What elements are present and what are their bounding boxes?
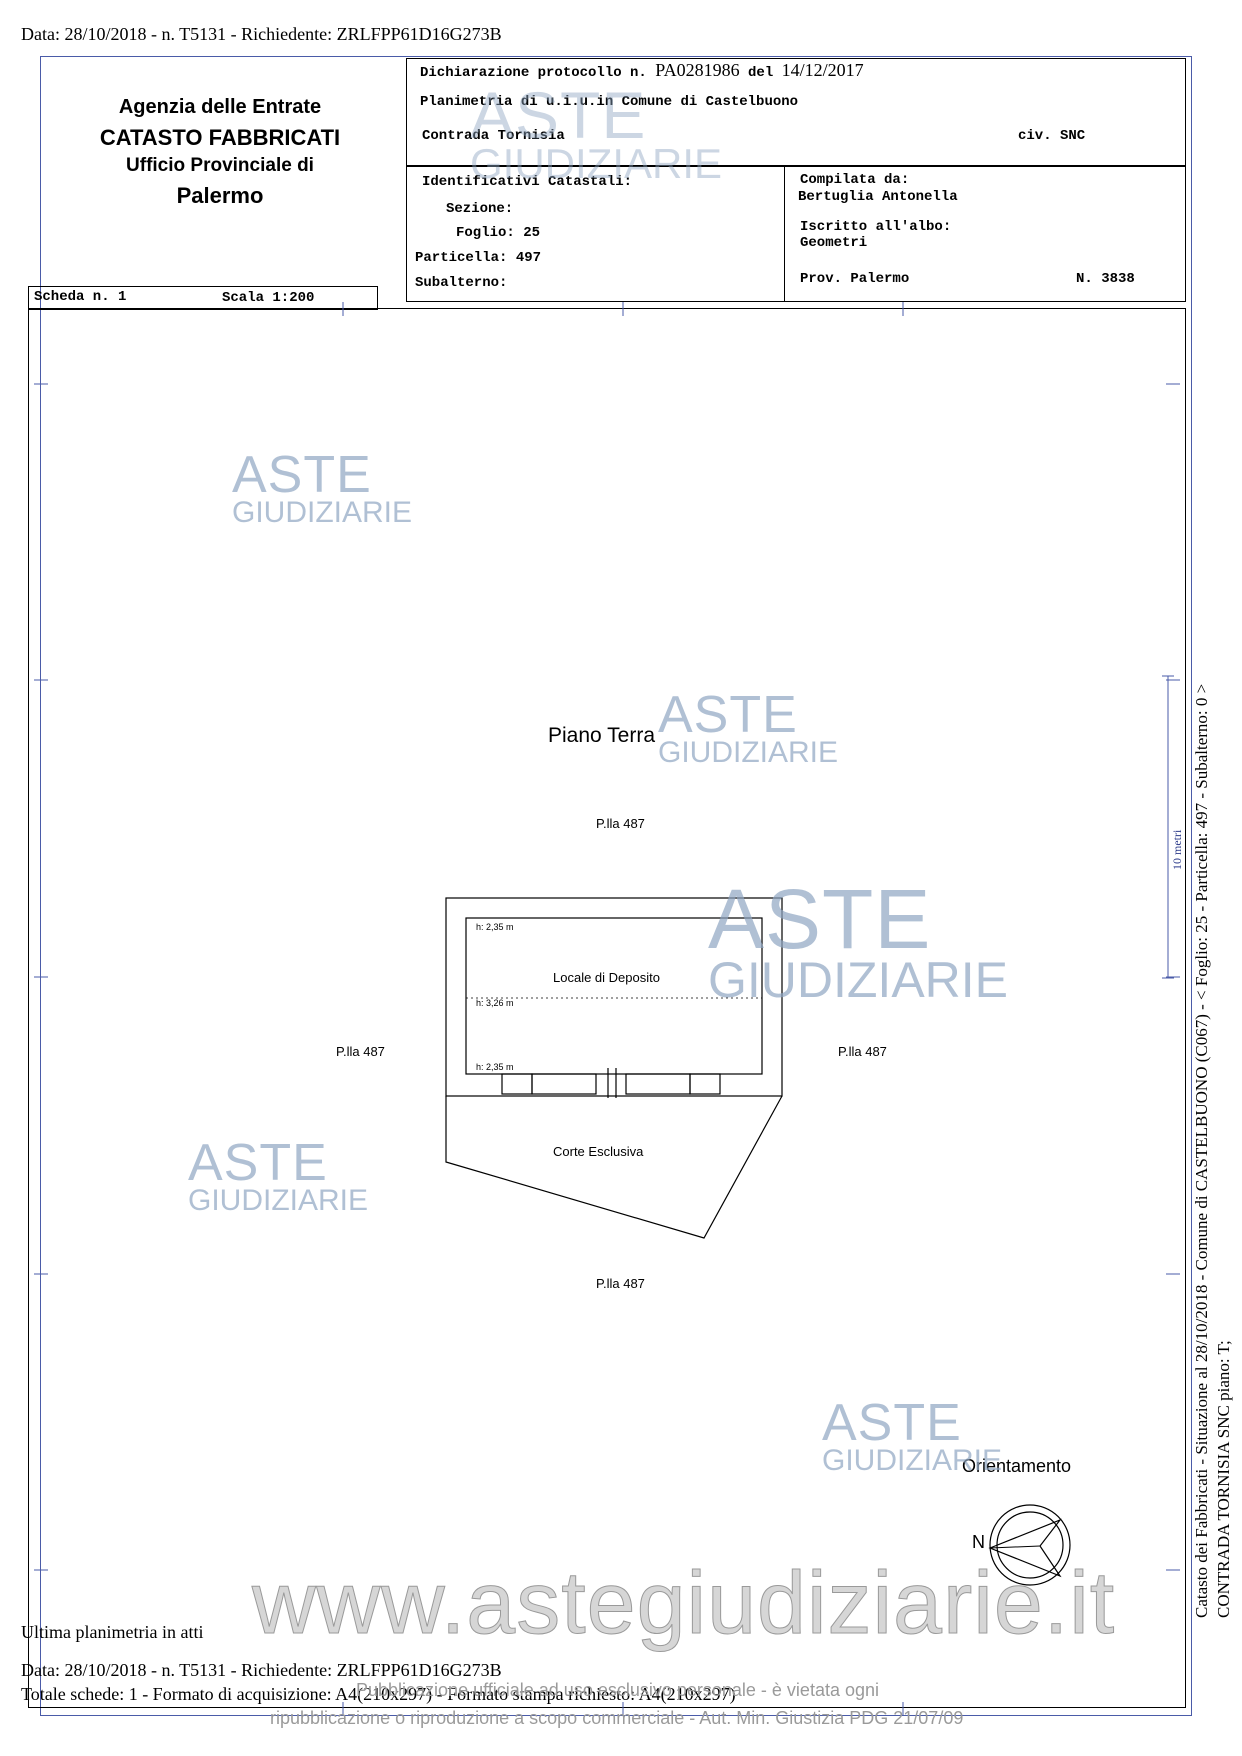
protocol-number: PA0281986 xyxy=(655,60,740,80)
foglio-row: Foglio: 25 xyxy=(456,225,540,241)
side-info-line-1: Catasto dei Fabbricati - Situazione al 2… xyxy=(1192,683,1211,1618)
wm-aste-text: ASTE xyxy=(232,446,372,504)
compilata-label: Compilata da: xyxy=(800,172,910,188)
north-label: N xyxy=(972,1532,985,1552)
footer-request-line: Data: 28/10/2018 - n. T5131 - Richiedent… xyxy=(21,1660,502,1680)
identificativi-title: Identificativi Catastali: xyxy=(422,174,633,190)
courtyard-outline xyxy=(445,1095,783,1239)
room-inner-wall xyxy=(465,917,763,1075)
albo-value: Geometri xyxy=(800,235,868,251)
albo-number: N. 3838 xyxy=(1076,271,1135,287)
iscritto-label: Iscritto all'albo: xyxy=(800,219,952,235)
footer-format-line: Totale schede: 1 - Formato di acquisizio… xyxy=(21,1684,736,1704)
wm-aste-text: ASTE xyxy=(188,1134,328,1192)
foglio-value: 25 xyxy=(523,225,541,241)
last-planimetry-note: Ultima planimetria in atti xyxy=(21,1622,204,1642)
subalterno-label: Subalterno: xyxy=(415,275,508,291)
identifiers-divider xyxy=(784,166,785,302)
sezione-label: Sezione: xyxy=(446,201,513,217)
scheda-box xyxy=(28,286,378,310)
ufficio-label: Ufficio Provinciale di xyxy=(126,155,314,176)
wm-giudiziarie-text: GIUDIZIARIE xyxy=(188,1183,369,1217)
courtyard-label: Corte Esclusiva xyxy=(553,1144,644,1159)
wm-giudiziarie-text: GIUDIZIARIE xyxy=(708,951,1009,1008)
foglio-label: Foglio: xyxy=(456,225,515,241)
protocol-line: Dichiarazione protocollo n. PA0281986 de… xyxy=(420,60,864,81)
civic-number: civ. SNC xyxy=(1018,128,1086,144)
wm-giudiziarie-text: GIUDIZIARIE xyxy=(232,495,413,529)
scheda-number: Scheda n. 1 xyxy=(34,289,127,305)
scale-label: Scala 1:200 xyxy=(222,290,315,306)
height-label-top: h: 2,35 m xyxy=(476,922,514,932)
compilata-name: Bertuglia Antonella xyxy=(798,189,958,205)
wm-aste-text: ASTE xyxy=(708,872,932,966)
wm-aste-text: ASTE xyxy=(822,1394,962,1452)
protocol-del: del xyxy=(748,65,774,81)
catasto-title: CATASTO FABBRICATI xyxy=(99,125,341,150)
header-request-line: Data: 28/10/2018 - n. T5131 - Richiedent… xyxy=(21,24,502,44)
height-label-middle: h: 3,26 m xyxy=(476,998,514,1008)
side-info-line-2: CONTRADA TORNISIA SNC piano: T; xyxy=(1214,1340,1233,1618)
parcel-label-bottom: P.lla 487 xyxy=(596,1276,645,1291)
floor-title: Piano Terra xyxy=(548,724,656,747)
compass-rose xyxy=(988,1504,1071,1586)
address-line: Contrada Tornisia xyxy=(422,128,565,144)
parcel-label-left: P.lla 487 xyxy=(336,1044,385,1059)
protocol-label: Dichiarazione protocollo n. xyxy=(420,65,647,81)
particella-label: Particella: xyxy=(415,250,508,266)
ufficio-city: Palermo xyxy=(176,183,264,208)
wm-aste-text: ASTE xyxy=(470,78,647,152)
parcel-label-top: P.lla 487 xyxy=(596,816,645,831)
building-outline xyxy=(445,897,783,1097)
wm-giudiziarie-text: GIUDIZIARIE xyxy=(822,1443,1003,1477)
wm-giudiziarie-text: GIUDIZIARIE xyxy=(658,735,839,769)
agency-name: Agenzia delle Entrate xyxy=(118,96,322,118)
wm-aste-text: ASTE xyxy=(658,686,798,744)
room-label: Locale di Deposito xyxy=(553,970,660,985)
footer-watermark-2: ripubblicazione o riproduzione a scopo c… xyxy=(270,1708,964,1728)
planimetria-line: Planimetria di u.i.u.in Comune di Castel… xyxy=(420,94,799,110)
protocol-box xyxy=(406,58,1186,166)
prov-value: Prov. Palermo xyxy=(800,271,910,287)
particella-row: Particella: 497 xyxy=(415,250,541,266)
subalterno-row: Subalterno: xyxy=(415,275,507,291)
drawing-frame xyxy=(28,308,1186,1708)
footer-watermark-1: Pubblicazione ufficiale ad uso esclusivo… xyxy=(356,1680,879,1700)
wm-giudiziarie-text: GIUDIZIARIE xyxy=(470,140,723,188)
identifiers-box xyxy=(406,166,1186,302)
height-label-bottom: h: 2,35 m xyxy=(476,1062,514,1072)
agency-block: Agenzia delle Entrate CATASTO FABBRICATI… xyxy=(40,96,400,209)
site-watermark: www.astegiudiziarie.it xyxy=(251,1553,1116,1653)
orientation-label: Orientamento xyxy=(962,1456,1072,1476)
particella-value: 497 xyxy=(515,250,542,266)
sezione-label-text: Sezione: xyxy=(446,201,514,217)
parcel-label-right: P.lla 487 xyxy=(838,1044,887,1059)
outer-frame xyxy=(40,56,1192,1716)
protocol-date: 14/12/2017 xyxy=(781,60,864,80)
